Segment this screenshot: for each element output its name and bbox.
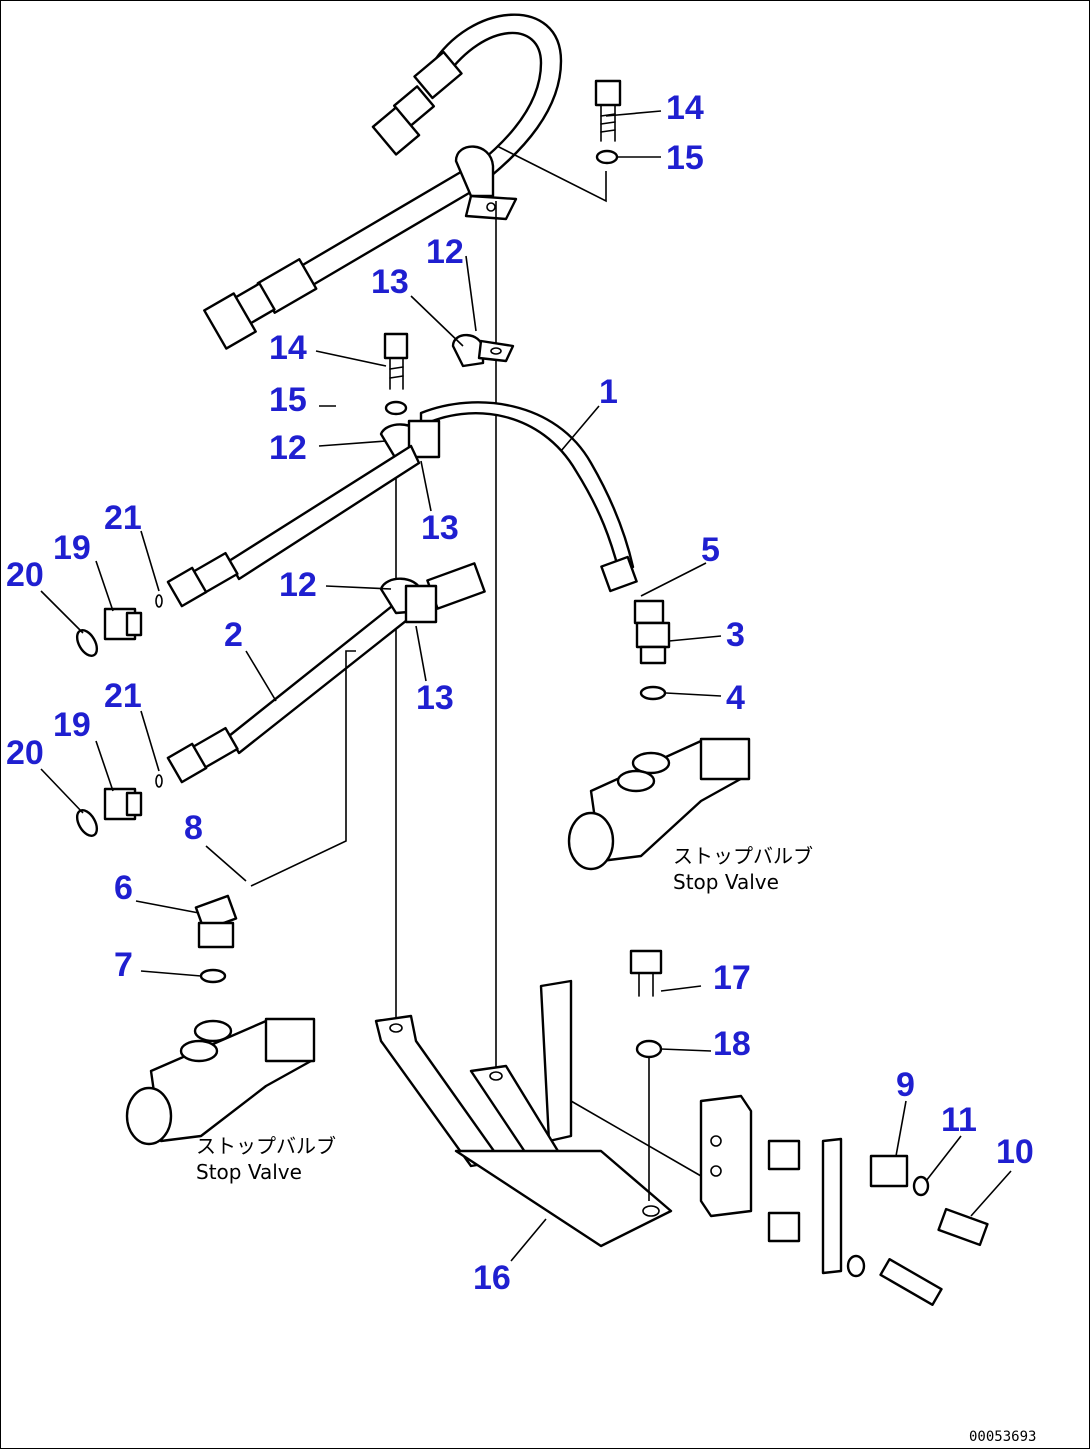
elbow-3: [633, 599, 671, 701]
stop-valve-right-caption-en: Stop Valve: [673, 870, 779, 894]
elbow-6: [194, 650, 356, 984]
callout-15: 15: [666, 139, 704, 177]
callout-21: 21: [104, 499, 142, 537]
callout-20: 20: [6, 556, 44, 594]
bracket-16: [374, 979, 673, 1248]
callout-2: 2: [224, 616, 243, 654]
callout-6: 6: [114, 869, 133, 907]
hose-left-upper: [166, 444, 421, 608]
fitting-19-lower: [75, 774, 163, 837]
callout-4: 4: [726, 679, 745, 717]
callout-8: 8: [184, 809, 203, 847]
callout-18: 18: [713, 1025, 751, 1063]
stop-valve-left-caption-jp: ストップバルブ: [196, 1134, 336, 1158]
top-clamp: [454, 145, 518, 221]
callout-12: 12: [426, 233, 464, 271]
callout-17: 17: [713, 959, 751, 997]
callout-15: 15: [269, 381, 307, 419]
callout-20: 20: [6, 734, 44, 772]
hose-2: [166, 562, 486, 784]
callout-13: 13: [371, 263, 409, 301]
callout-16: 16: [473, 1259, 511, 1297]
hose-1-clamp: [379, 419, 441, 461]
upper-hose-loop: [371, 13, 563, 178]
callout-9: 9: [896, 1066, 915, 1104]
callout-19: 19: [53, 706, 91, 744]
stop-valve-left-caption-en: Stop Valve: [196, 1160, 302, 1184]
callout-13: 13: [416, 679, 454, 717]
fitting-19-upper: [75, 594, 163, 657]
callout-7: 7: [114, 946, 133, 984]
linkage-assembly: [699, 1094, 989, 1306]
callout-14: 14: [666, 89, 704, 127]
callout-21: 21: [104, 677, 142, 715]
callout-12: 12: [269, 429, 307, 467]
callout-14: 14: [269, 329, 307, 367]
callout-13: 13: [421, 509, 459, 547]
callout-3: 3: [726, 616, 745, 654]
hose-2-clamp: [379, 577, 438, 624]
bolt-middle: [383, 332, 409, 416]
callout-1: 1: [599, 373, 618, 411]
callout-12: 12: [279, 566, 317, 604]
callout-11: 11: [941, 1101, 977, 1139]
leader-lines: [40, 110, 1012, 1262]
stop-valve-right-caption-jp: ストップバルブ: [673, 844, 813, 868]
drawing-code: 00053693: [969, 1429, 1036, 1445]
stop-valve-left: [125, 1017, 316, 1146]
hose-1: [419, 401, 638, 593]
stop-valve-right: [567, 737, 751, 871]
callout-19: 19: [53, 529, 91, 567]
callout-5: 5: [701, 531, 720, 569]
bolt-17: [629, 949, 663, 1059]
callout-10: 10: [996, 1133, 1034, 1171]
middle-clamp: [451, 333, 515, 368]
bolt-top: [594, 79, 622, 165]
